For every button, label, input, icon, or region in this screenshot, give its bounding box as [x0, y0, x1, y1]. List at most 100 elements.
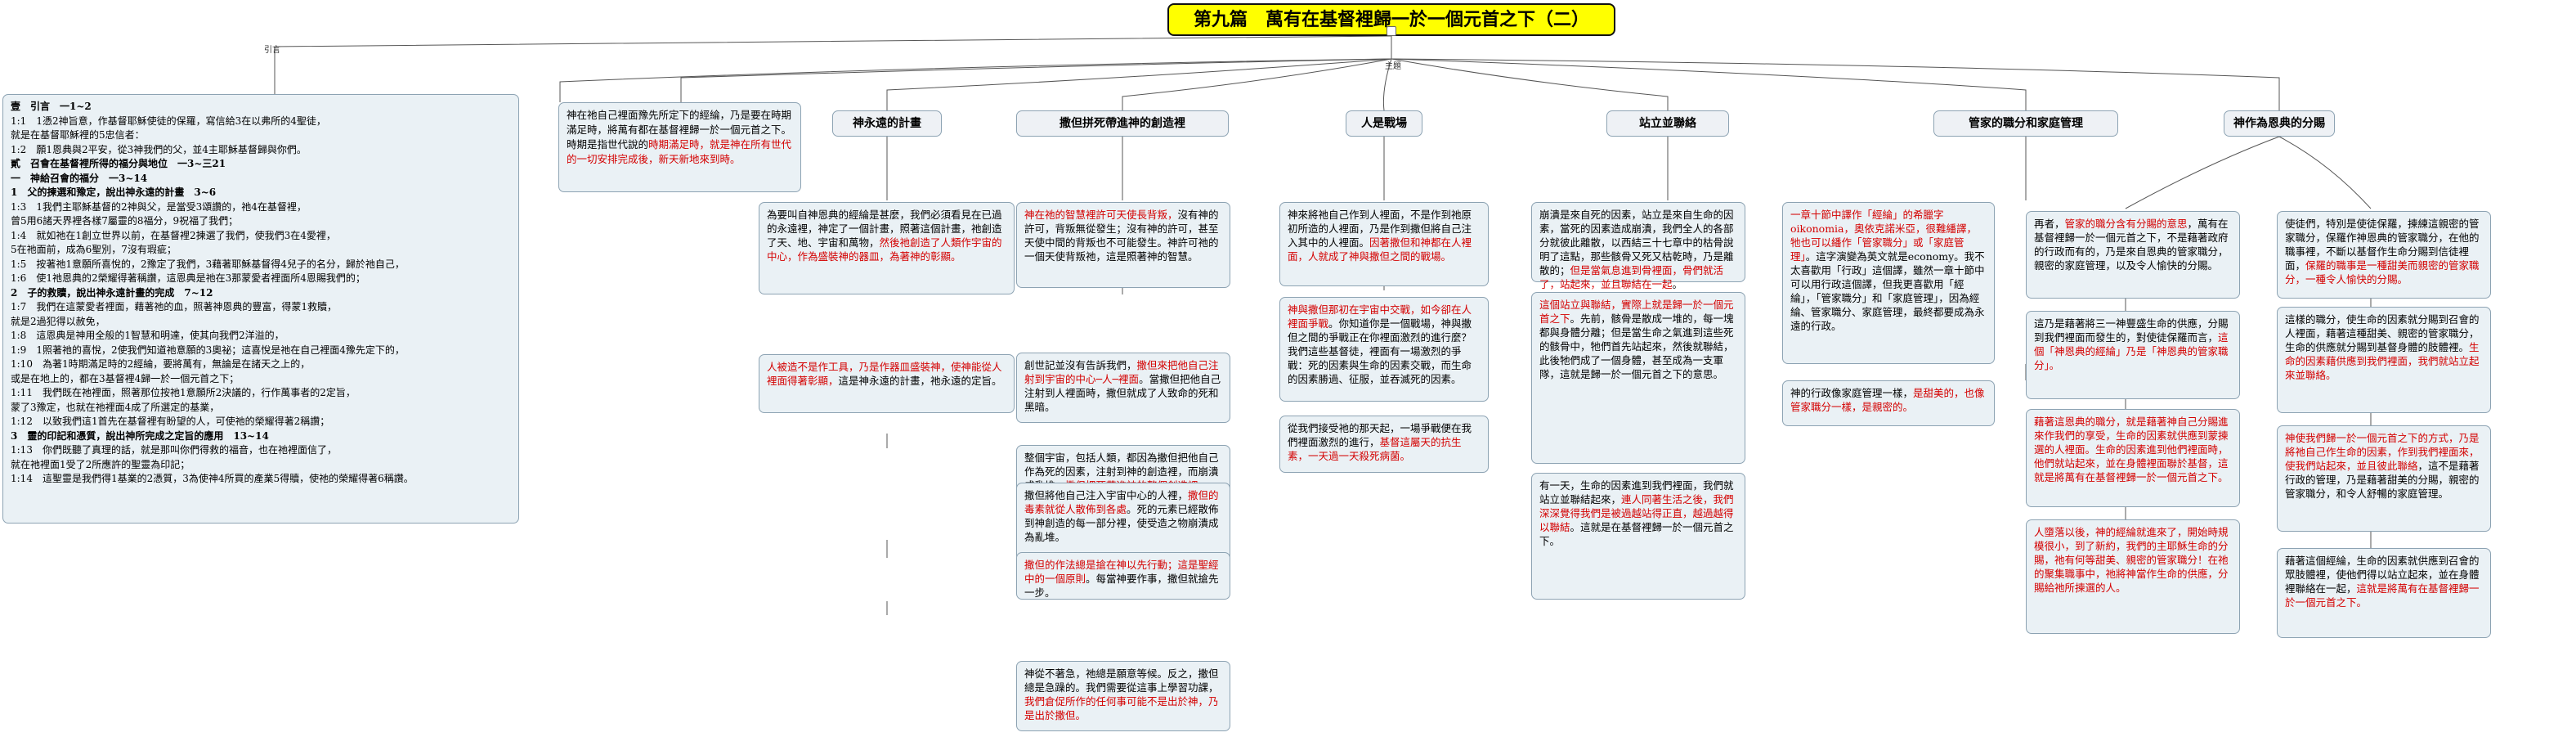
- outline-line: 5在祂面前，成為6聖別，7沒有瑕疵；: [11, 244, 177, 255]
- collapse-icon[interactable]: [1387, 26, 1396, 36]
- body-text: 。當撒但把他自己注射到人裡面時，撒但就成了人致命的死和黑暗。: [1024, 373, 1221, 413]
- highlight-text: 神在祂的智慧裡許可天使長背叛，: [1024, 209, 1178, 221]
- highlight-text: 藉著這恩典的職分，就是藉著神自己分賜進來作我們的享受，生命的因素就供應到蒙揀選的…: [2034, 416, 2229, 483]
- highlight-text: 因著撒但和神都在人裡面，人就成了神與撒但之間的戰場。: [1288, 236, 1472, 263]
- outline-line: 就是在基督耶穌裡的5忠信者：: [11, 129, 145, 141]
- note-grace-1: 再者，管家的職分含有分賜的意思，萬有在基督裡歸一於一個元首之下，不是藉著政府的行…: [2026, 211, 2240, 299]
- body-text: 崩潰是來自死的因素，站立是來自生命的因素，當死的因素造成崩潰，我們全人的各部分就…: [1539, 209, 1734, 276]
- highlight-text: 保羅的職事是一種甜美而親密的管家職分，一種令人愉快的分賜。: [2285, 259, 2480, 285]
- note-text: 從我們接受祂的那天起，一場爭戰便在我們裡面激烈的進行，基督這屬天的抗生素，一天過…: [1288, 421, 1481, 463]
- outline-line: 2 子的救贖，說出神永遠計畫的完成 7~12: [11, 286, 213, 299]
- note-text: 撒但將他自己注入宇宙中心的人裡，撒但的毒素就從人散佈到各處。死的元素已經散佈到神…: [1024, 488, 1222, 544]
- note-grace-4: 這樣的職分，使生命的因素就分賜到召會的人裡面，藉著這種甜美、親密的管家職分，生命…: [2277, 307, 2491, 413]
- note-satan-1: 神在祂的智慧裡許可天使長背叛，沒有神的許可，背叛無從發生；沒有神的許可，甚至天使…: [1016, 202, 1230, 288]
- body-text: 撒但將他自己注入宇宙中心的人裡，: [1024, 489, 1189, 501]
- note-grace-8: 藉著這個經綸，生命的因素就供應到召會的眾肢體裡，使他們得以站立起來，並在身體裡聯…: [2277, 548, 2491, 638]
- body-text: 。這就是在基督裡歸一於一個元首之下。: [1539, 521, 1734, 547]
- body-text: 使徒們，特別是使徒保羅，揀練這親密的管家職分，保羅作神恩典的管家職分，在他的職事…: [2285, 218, 2480, 272]
- note-grace-7: 人墮落以後，神的經綸就進來了，開始時規模很小，到了新約，我們的主耶穌生命的分賜，…: [2026, 519, 2240, 634]
- note-text: 撒但的作法總是搶在神以先行動；這是聖經中的一個原則。每當神要作事，撒但就搶先一步…: [1024, 558, 1222, 600]
- outline-line: 1:5 按著祂1意願所喜悅的，2豫定了我們，3藉著耶穌基督得4兒子的名分，歸於祂…: [11, 258, 405, 270]
- outline-line: 1:12 以致我們這1首先在基督裡有盼望的人，可使祂的榮耀得著2稱讚；: [11, 416, 330, 427]
- scripture-outline: 壹 引言 一1~2 1:1 1憑2神旨意，作基督耶穌使徒的保羅，寫信給3在以弗所的…: [2, 94, 519, 524]
- note-text: 創世記並沒有告訴我們，撒但來把他自己注射到宇宙的中心─人─裡面。當撒但把他自己注…: [1024, 358, 1222, 414]
- note-stewardship-2: 神的行政像家庭管理一樣，是甜美的，也像管家職分一樣，是親密的。: [1782, 380, 1995, 426]
- body-text: 。先前，骸骨是散成一堆的，每一塊都與身體分離；但是當生命之氣進到這些死的骸骨中，…: [1539, 312, 1734, 380]
- note-stand-3: 有一天，生命的因素進到我們裡面，我們就站立並聯結起來，連人同著生活之後，我們深深…: [1531, 473, 1745, 600]
- outline-line: 蒙了3豫定，也就在祂裡面4成了所選定的基業，: [11, 401, 220, 413]
- highlight-text: 時期滿足時，就是神在所有世代的一切安排完成後，新天新地來到時。: [567, 138, 792, 165]
- body-text: 神在祂自己裡面豫先所定下的經綸，乃是要在時期滿足時，將萬有都在基督裡歸一於一個元…: [567, 109, 792, 151]
- outline-line: 貳 召會在基督裡所得的福分與地位 一3~三21: [11, 158, 226, 169]
- outline-line: 3 靈的印記和憑質，說出神所完成之定旨的應用 13~14: [11, 429, 269, 442]
- note-text: 神的行政像家庭管理一樣，是甜美的，也像管家職分一樣，是親密的。: [1790, 386, 1987, 414]
- outline-line: 或是在地上的，都在3基督裡4歸一於一個元首之下；: [11, 372, 240, 384]
- note-text: 使徒們，特別是使徒保羅，揀練這親密的管家職分，保羅作神恩典的管家職分，在他的職事…: [2285, 217, 2483, 286]
- body-text: 從我們接受祂的那天起，一場爭戰便在我們裡面激烈的進行，: [1288, 422, 1472, 448]
- main-summary-box: 神在祂自己裡面豫先所定下的經綸，乃是要在時期滿足時，將萬有都在基督裡歸一於一個元…: [558, 102, 801, 192]
- highlight-text: 是甜美的，也像管家職分一樣，是親密的。: [1790, 387, 1985, 413]
- note-text: 神在祂自己裡面豫先所定下的經綸，乃是要在時期滿足時，將萬有都在基督裡歸一於一個元…: [567, 108, 793, 167]
- outline-line: 曾5用6諸天界裡各樣7屬靈的8福分，9祝福了我們；: [11, 215, 239, 227]
- highlight-text: 這個「神恩典的經綸」乃是「神恩典的管家職分」。: [2034, 331, 2229, 371]
- outline-line: 壹 引言 一1~2: [11, 101, 92, 112]
- outline-line: 就在祂裡面1受了2所應許的聖靈為印記；: [11, 458, 190, 470]
- outline-line: 1:11 我們既在祂裡面，照著那位按祂1意願所2決議的，行作萬事者的2定旨，: [11, 387, 356, 398]
- highlight-text: 管家的職分含有分賜的意思: [2064, 218, 2188, 230]
- outline-line: 1:3 1我們主耶穌基督的2神與父，是當受3頌讚的，祂4在基督裡，: [11, 200, 307, 213]
- body-text: 。每當神要作事，撒但就搶先一步。: [1024, 573, 1219, 599]
- body-text: 神的行政像家庭管理一樣，: [1790, 387, 1914, 399]
- note-grace-6: 神使我們歸一於一個元首之下的方式，乃是將祂自己作生命的因素，作到我們裡面來，使我…: [2277, 425, 2491, 532]
- category-grace-dispensing[interactable]: 神作為恩典的分賜: [2224, 110, 2335, 137]
- note-text: 崩潰是來自死的因素，站立是來自生命的因素，當死的因素造成崩潰，我們全人的各部分就…: [1539, 208, 1737, 291]
- outline-line: 就是2過犯得以赦免，: [11, 315, 105, 327]
- note-text: 神與撒但那初在宇宙中交戰，如今卻在人裡面爭戰。你知道你是一個戰場，神與撒但之間的…: [1288, 303, 1481, 386]
- note-text: 人墮落以後，神的經綸就進來了，開始時規模很小，到了新約，我們的主耶穌生命的分賜，…: [2034, 525, 2232, 595]
- body-text: 神從不著急，祂總是願意等候。反之，撒但總是急躁的。我們需要從這事上學習功課，: [1024, 667, 1219, 694]
- category-eternal-plan[interactable]: 神永遠的計畫: [832, 110, 942, 137]
- main-branch-label: 主題: [1385, 62, 1401, 71]
- highlight-text: 神與撒但那初在宇宙中交戰，如今卻在人裡面爭戰: [1288, 303, 1472, 330]
- body-text: ，這不是藉著行政的管理，乃是藉著甜美的分賜，親密的管家職分，和令人舒暢的家庭管理…: [2285, 460, 2480, 500]
- note-battlefield-2: 神與撒但那初在宇宙中交戰，如今卻在人裡面爭戰。你知道你是一個戰場，神與撒但之間的…: [1279, 297, 1489, 402]
- note-grace-3: 這乃是藉著將三一神豐盛生命的供應，分賜到我們裡面而發生的，對使徒保羅而言，這個「…: [2026, 311, 2240, 399]
- highlight-text: 神使我們歸一於一個元首之下的方式，乃是將祂自己作生命的因素，作到我們裡面來，使我…: [2285, 432, 2480, 472]
- highlight-text: 撒但的作法總是搶在神以先行動；這是聖經中的一個原則: [1024, 559, 1219, 585]
- note-text: 神從不著急，祂總是願意等候。反之，撒但總是急躁的。我們需要從這事上學習功課，我們…: [1024, 667, 1222, 722]
- body-text: 沒有神的許可，背叛無從發生；沒有神的許可，甚至天使中間的背叛也不可能發生。神許可…: [1024, 209, 1219, 263]
- outline-line: 1:14 這聖靈是我們得1基業的2憑質，3為使神4所買的產業5得贖，使祂的榮耀得…: [11, 473, 414, 484]
- body-text: 有一天，生命的因素進到我們裡面，我們就站立並聯結起來，: [1539, 479, 1734, 506]
- highlight-text: 然後祂創造了人類作宇宙的中心，作為盛裝神的器皿，為著神的彰顯。: [767, 236, 1002, 263]
- note-satan-5: 撒但的作法總是搶在神以先行動；這是聖經中的一個原則。每當神要作事，撒但就搶先一步…: [1016, 552, 1230, 600]
- body-text: 。: [1672, 278, 1683, 290]
- outline-line: 1:4 就如祂在1創立世界以前，在基督裡2揀選了我們，使我們3在4愛裡，: [11, 229, 336, 241]
- highlight-text: 我們倉促所作的任何事可能不是出於神，乃是出於撒但。: [1024, 695, 1219, 721]
- outline-line: 1:2 願1恩典與2平安，從3神我們的父，並4主耶穌基督歸與你們。: [11, 143, 307, 155]
- body-text: 藉著這個經綸，生命的因素就供應到召會的眾肢體裡，使他們得以站立起來，並在身體裡聯…: [2285, 555, 2480, 595]
- note-text: 藉著這恩典的職分，就是藉著神自己分賜進來作我們的享受，生命的因素就供應到蒙揀選的…: [2034, 415, 2232, 484]
- note-stand-2: 這個站立與聯結，實際上就是歸一於一個元首之下。先前，骸骨是散成一堆的，每一塊都與…: [1531, 292, 1745, 464]
- highlight-text: 人被造不是作工具，乃是作器皿盛裝神，使神能從人裡面得著彰顯，: [767, 361, 1002, 387]
- body-text: 為要叫自神恩典的經綸是甚麼，我們必須看見在已過的永遠裡，神定了一個計畫，照著這個…: [767, 209, 1002, 249]
- highlight-text: 這個站立與聯結，實際上就是歸一於一個元首之下: [1539, 299, 1734, 325]
- note-text: 有一天，生命的因素進到我們裡面，我們就站立並聯結起來，連人同著生活之後，我們深深…: [1539, 479, 1737, 548]
- body-text: 這乃是藉著將三一神豐盛生命的供應，分賜到我們裡面而發生的，對使徒保羅而言，: [2034, 317, 2229, 344]
- outline-line: 1:8 這恩典是神用全般的1智慧和明達，使其向我們2洋溢的，: [11, 330, 284, 341]
- outline-line: 1:1 1憑2神旨意，作基督耶穌使徒的保羅，寫信給3在以弗所的4聖徒，: [11, 115, 326, 127]
- category-stewardship[interactable]: 管家的職分和家庭管理: [1933, 110, 2118, 137]
- highlight-text: 基督這屬天的抗生素，一天過一天殺死病菌。: [1288, 436, 1462, 462]
- note-eternal-plan-1: 為要叫自神恩典的經綸是甚麼，我們必須看見在已過的永遠裡，神定了一個計畫，照著這個…: [759, 202, 1015, 294]
- category-man-battlefield[interactable]: 人是戰場: [1346, 110, 1422, 137]
- note-text: 神來將祂自己作到人裡面，不是作到祂原初所造的人裡面，乃是作到撒但將自己注入其中的…: [1288, 208, 1481, 263]
- note-text: 藉著這個經綸，生命的因素就供應到召會的眾肢體裡，使他們得以站立起來，並在身體裡聯…: [2285, 554, 2483, 609]
- note-text: 一章十節中譯作「經綸」的希臘字oikonomia，奧依克諾米亞，很難繙譯，牠也可…: [1790, 208, 1987, 333]
- highlight-text: 撒但的毒素就從人散佈到各處: [1024, 489, 1219, 515]
- note-satan-6: 神從不著急，祂總是願意等候。反之，撒但總是急躁的。我們需要從這事上學習功課，我們…: [1016, 661, 1230, 731]
- outline-line: 1:6 使1祂恩典的2榮耀得著稱讚，這恩典是祂在3那蒙愛者裡面所4恩賜我們的；: [11, 272, 365, 284]
- note-text: 為要叫自神恩典的經綸是甚麼，我們必須看見在已過的永遠裡，神定了一個計畫，照著這個…: [767, 208, 1006, 263]
- category-stand-and-join[interactable]: 站立並聯絡: [1606, 110, 1729, 137]
- note-stand-1: 崩潰是來自死的因素，站立是來自生命的因素，當死的因素造成崩潰，我們全人的各部分就…: [1531, 202, 1745, 290]
- note-text: 這乃是藉著將三一神豐盛生命的供應，分賜到我們裡面而發生的，對使徒保羅而言，這個「…: [2034, 317, 2232, 372]
- highlight-text: 撒但來把他自己注射到宇宙的中心─人─裡面: [1024, 359, 1219, 385]
- category-satan-brings-death[interactable]: 撒但拼死帶進神的創造裡: [1016, 110, 1229, 137]
